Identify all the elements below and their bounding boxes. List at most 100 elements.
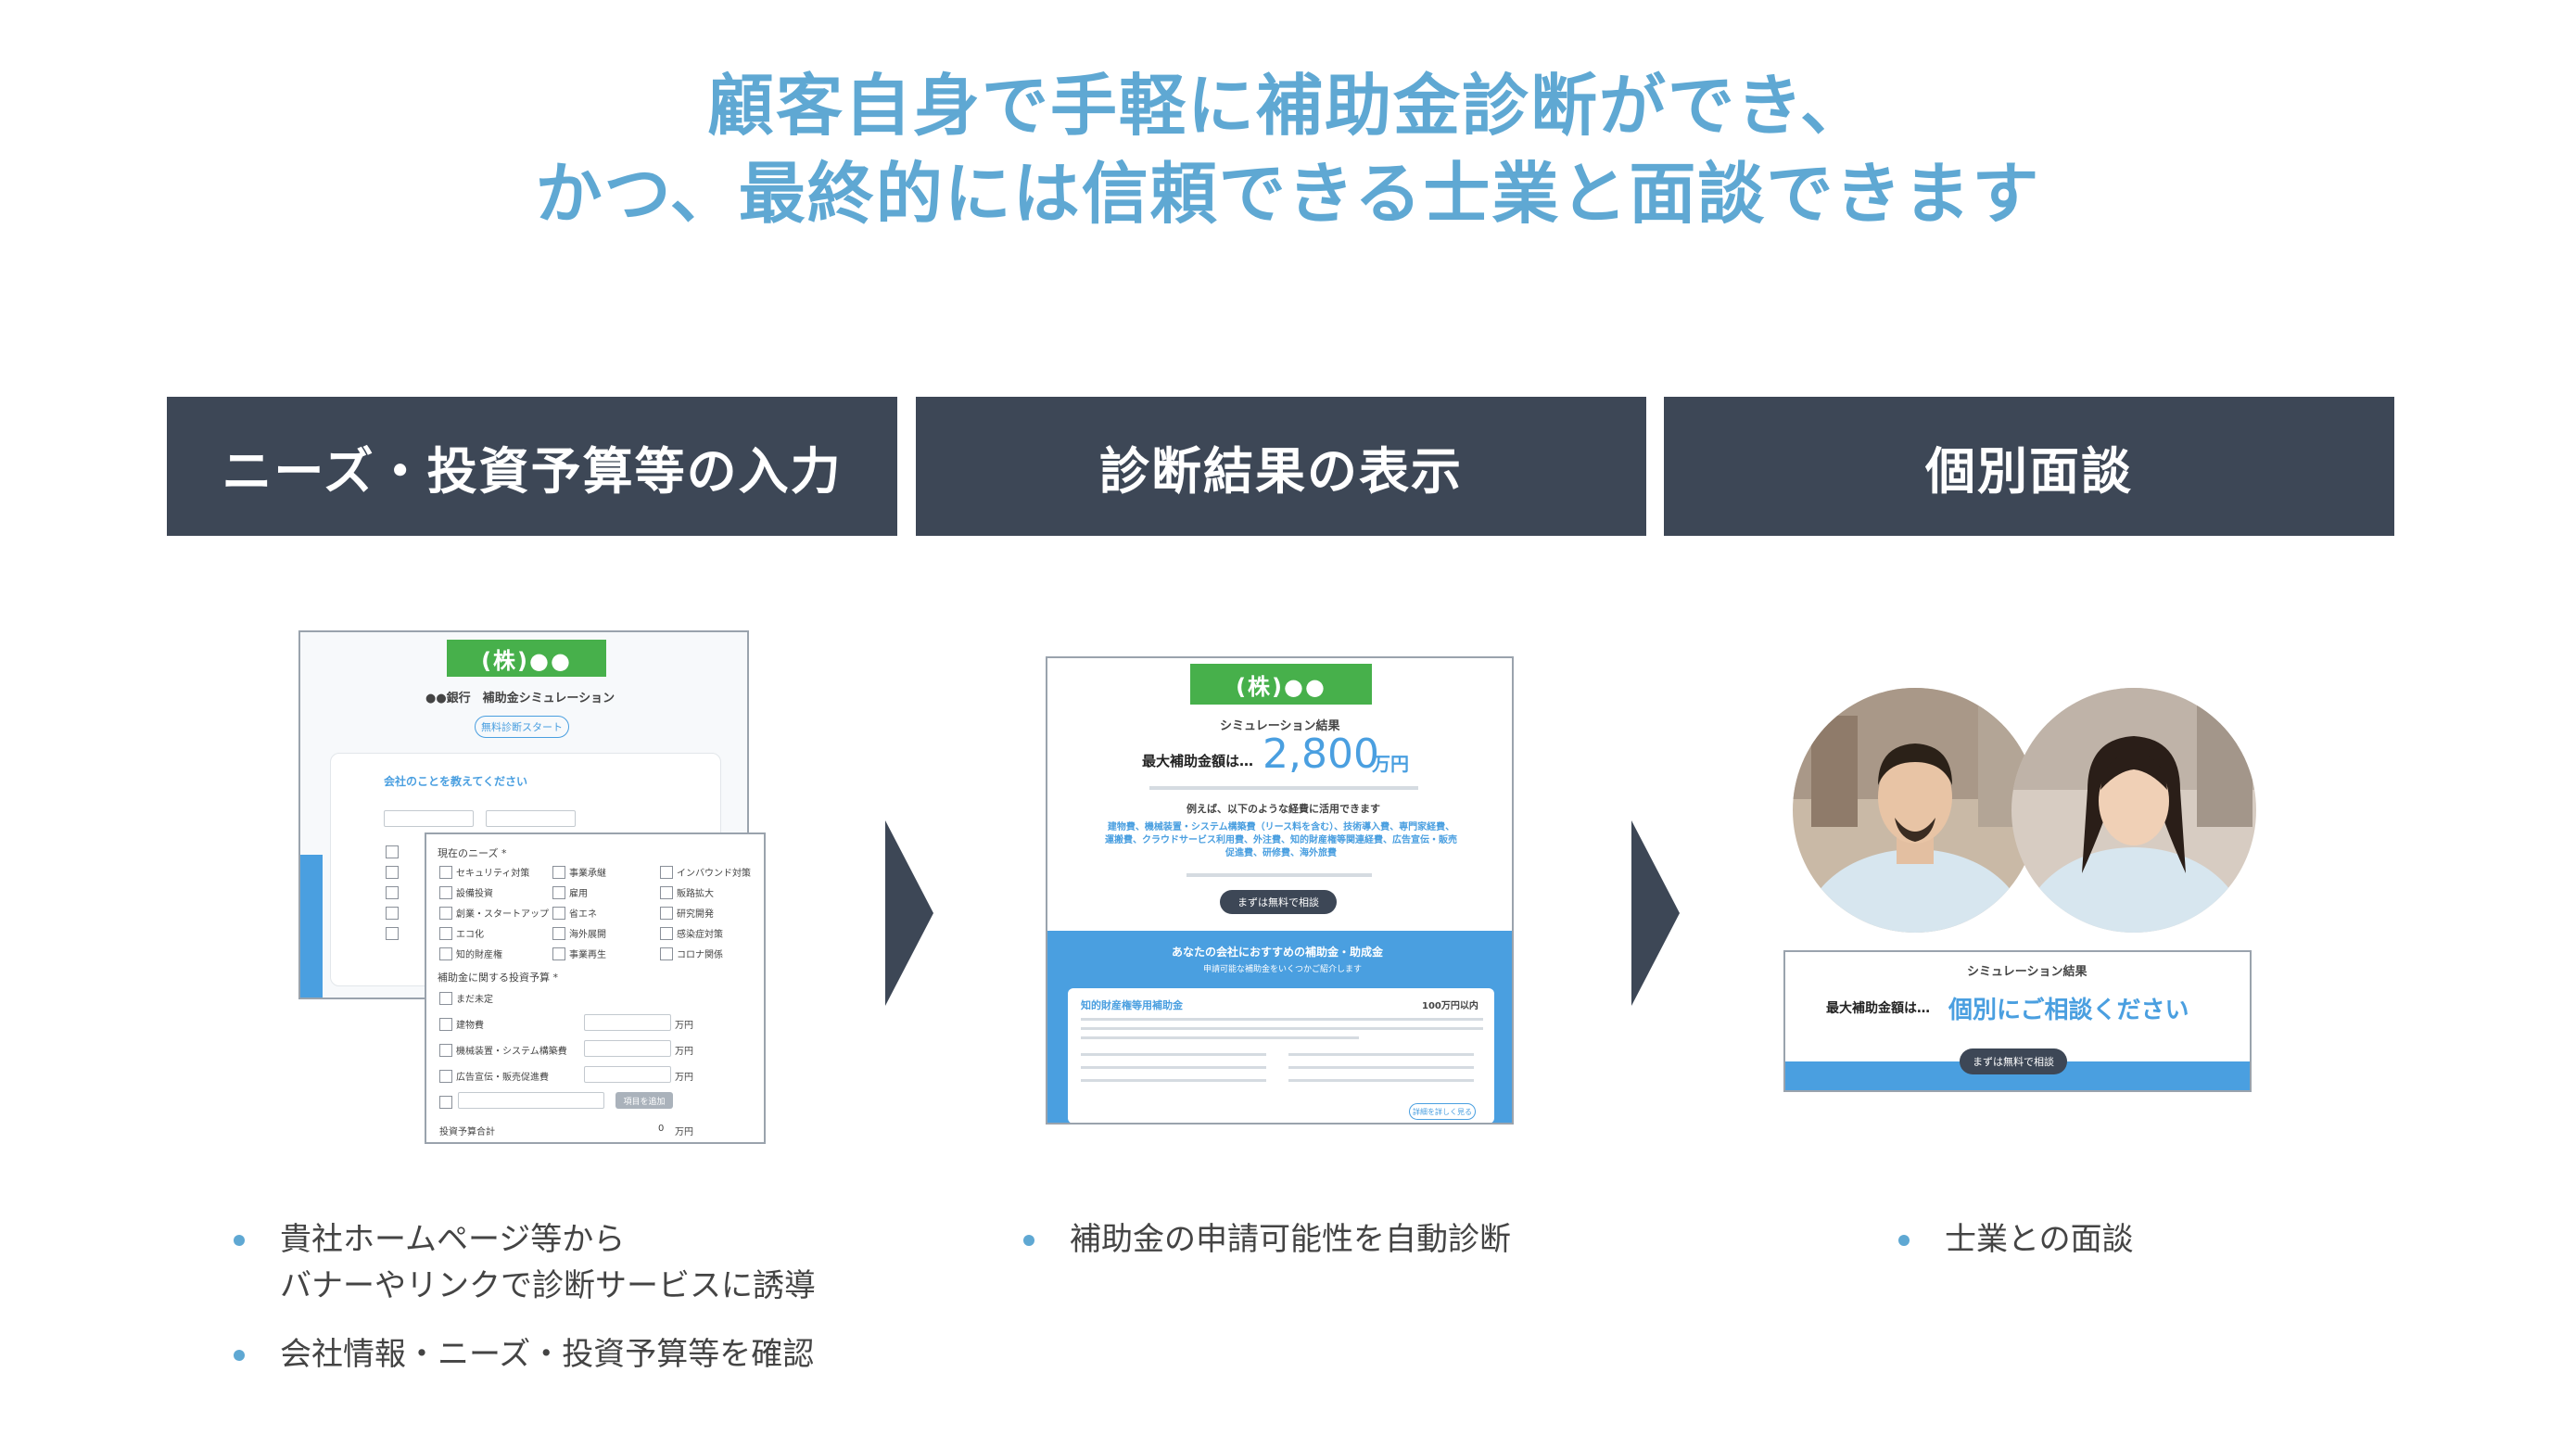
checkbox[interactable] xyxy=(386,845,399,858)
need-option: インバウンド対策 xyxy=(677,869,751,879)
step-header-input: ニーズ・投資予算等の入力 xyxy=(167,397,897,536)
mock2-title: シミュレーション結果 xyxy=(1220,719,1340,733)
free-consult-button[interactable]: まずは無料で相談 xyxy=(1220,890,1337,914)
budget-unit: 万円 xyxy=(675,1073,693,1083)
custom-item-input[interactable] xyxy=(458,1092,604,1109)
budget-row-label: 広告宣伝・販売促進費 xyxy=(456,1073,549,1083)
consult-text: 個別にご相談ください xyxy=(1948,997,2189,1024)
checkbox[interactable] xyxy=(660,866,673,879)
budget-input[interactable] xyxy=(584,1014,671,1031)
checkbox[interactable] xyxy=(660,886,673,899)
bullet-dot xyxy=(1023,1235,1034,1246)
checkbox[interactable] xyxy=(439,947,452,960)
card-detail-lines xyxy=(1081,1079,1266,1082)
card-text-lines xyxy=(1081,1027,1483,1030)
free-consult-button[interactable]: まずは無料で相談 xyxy=(1960,1048,2067,1074)
chevron-right-icon xyxy=(1631,820,1680,1006)
card-detail-lines xyxy=(1081,1066,1266,1069)
bullet-text: 貴社ホームページ等から xyxy=(280,1221,626,1258)
bullet-item: 貴社ホームページ等から バナーやリンクで診断サービスに誘導 xyxy=(234,1216,901,1309)
card-text-lines xyxy=(1081,1018,1483,1021)
need-option: 事業承継 xyxy=(569,869,606,879)
checkbox[interactable] xyxy=(660,907,673,920)
checkbox[interactable] xyxy=(439,1018,452,1031)
checkbox[interactable] xyxy=(439,1044,452,1057)
checkbox[interactable] xyxy=(439,927,452,940)
checkbox[interactable] xyxy=(439,907,452,920)
budget-row-label: 機械装置・システム構築費 xyxy=(456,1047,567,1057)
advisor-photo-male xyxy=(1793,688,2037,933)
step2-bullets: 補助金の申請可能性を自動診断 xyxy=(1023,1216,1598,1285)
checkbox[interactable] xyxy=(386,886,399,899)
need-option: エコ化 xyxy=(456,930,484,940)
need-option: 販路拡大 xyxy=(677,889,714,899)
budget-unit: 万円 xyxy=(675,1047,693,1057)
card-detail-lines xyxy=(1288,1066,1474,1069)
needs-label: 現在のニーズ * xyxy=(438,847,507,859)
card-amount: 100万円以内 xyxy=(1422,1001,1478,1011)
checkbox[interactable] xyxy=(439,992,452,1005)
bullet-item: 士業との面談 xyxy=(1898,1216,2362,1263)
amount-prefix: 最大補助金額は… xyxy=(1142,753,1254,769)
recommend-title: あなたの会社におすすめの補助金・助成金 xyxy=(1172,946,1384,959)
chevron-right-icon xyxy=(885,820,933,1006)
checkbox[interactable] xyxy=(439,1096,452,1109)
add-item-button[interactable]: 項目を追加 xyxy=(615,1092,673,1109)
amount-unit: 万円 xyxy=(1372,753,1409,775)
checkbox[interactable] xyxy=(552,886,565,899)
mock1-title: ●●銀行 補助金シミュレーション xyxy=(425,692,615,705)
checkbox[interactable] xyxy=(439,886,452,899)
checkbox[interactable] xyxy=(439,1070,452,1083)
amount-value: 2,800 xyxy=(1263,731,1379,778)
budget-input[interactable] xyxy=(584,1040,671,1057)
need-option: 知的財産権 xyxy=(456,950,502,960)
need-option: 事業再生 xyxy=(569,950,606,960)
description-text-lines xyxy=(1149,786,1418,790)
need-option: 創業・スタートアップ xyxy=(456,909,549,920)
step3-bullets: 士業との面談 xyxy=(1898,1216,2362,1285)
advisor-photo-female xyxy=(2011,688,2256,933)
card-title: 知的財産権等用補助金 xyxy=(1081,999,1183,1011)
mock-result-page: (株)●● シミュレーション結果 最大補助金額は… 2,800 万円 例えば、以… xyxy=(1046,656,1514,1125)
card-detail-lines xyxy=(1288,1053,1474,1056)
step1-bullets: 貴社ホームページ等から バナーやリンクで診断サービスに誘導 会社情報・ニーズ・投… xyxy=(234,1216,901,1400)
bullet-text: 会社情報・ニーズ・投資予算等を確認 xyxy=(280,1336,815,1373)
bullet-text: 士業との面談 xyxy=(1945,1221,2134,1258)
total-label: 投資予算合計 xyxy=(439,1127,495,1137)
description-text-lines xyxy=(1186,873,1372,877)
budget-unit: 万円 xyxy=(675,1021,693,1031)
need-option: コロナ関係 xyxy=(677,950,723,960)
bullet-text: 補助金の申請可能性を自動診断 xyxy=(1070,1221,1511,1258)
select-field[interactable] xyxy=(486,810,576,827)
checkbox[interactable] xyxy=(439,866,452,879)
select-field[interactable] xyxy=(384,810,474,827)
blue-accent-bar xyxy=(300,855,323,998)
need-option: 研究開発 xyxy=(677,909,714,920)
checkbox[interactable] xyxy=(386,927,399,940)
mock-interview-result: シミュレーション結果 最大補助金額は… 個別にご相談ください まずは無料で相談 xyxy=(1783,950,2252,1092)
checkbox[interactable] xyxy=(552,947,565,960)
bullet-item: 会社情報・ニーズ・投資予算等を確認 xyxy=(234,1331,901,1378)
checkbox[interactable] xyxy=(386,866,399,879)
budget-input[interactable] xyxy=(584,1066,671,1083)
need-option: 感染症対策 xyxy=(677,930,723,940)
step-header-interview: 個別面談 xyxy=(1664,397,2394,536)
start-diagnosis-button[interactable]: 無料診断スタート xyxy=(475,716,569,738)
example-title: 例えば、以下のような経費に活用できます xyxy=(1186,803,1380,815)
need-option: 省エネ xyxy=(569,909,597,920)
budget-row-label: 建物費 xyxy=(456,1021,484,1031)
checkbox[interactable] xyxy=(552,927,565,940)
checkbox[interactable] xyxy=(660,927,673,940)
checkbox[interactable] xyxy=(552,866,565,879)
mock3-title: シミュレーション結果 xyxy=(1967,965,2087,979)
need-option: 設備投資 xyxy=(456,889,493,899)
checkbox[interactable] xyxy=(386,907,399,920)
headline-line-1: 顧客自身で手軽に補助金診断ができ、 xyxy=(707,67,1869,145)
checkbox[interactable] xyxy=(660,947,673,960)
budget-row-label: まだ未定 xyxy=(456,995,493,1005)
detail-button[interactable]: 詳細を詳しく見る xyxy=(1409,1103,1476,1120)
checkbox[interactable] xyxy=(552,907,565,920)
company-badge: (株)●● xyxy=(447,640,606,677)
company-badge: (株)●● xyxy=(1190,664,1372,705)
card-detail-lines xyxy=(1081,1053,1266,1056)
